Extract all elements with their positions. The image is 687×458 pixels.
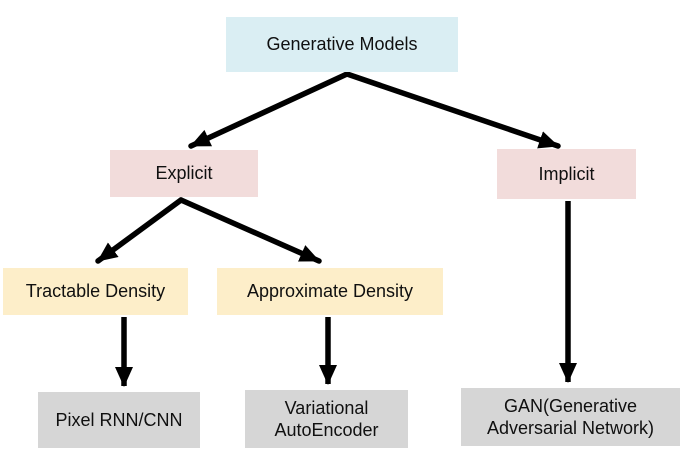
node-pixel-rnn-cnn-label: Pixel RNN/CNN: [55, 409, 183, 430]
node-explicit-label: Explicit: [155, 163, 213, 184]
node-gan: GAN(Generative Adversarial Network): [461, 388, 680, 446]
edge-root-implicit: [344, 71, 561, 149]
node-generative-models-label: Generative Models: [266, 34, 418, 55]
node-implicit-label: Implicit: [538, 163, 595, 184]
node-generative-models: Generative Models: [226, 17, 458, 72]
node-explicit: Explicit: [110, 150, 258, 197]
node-variational-autoencoder: Variational AutoEncoder: [245, 390, 408, 448]
node-approximate-density: Approximate Density: [217, 268, 443, 315]
node-implicit: Implicit: [497, 149, 636, 199]
node-variational-autoencoder-label: Variational AutoEncoder: [274, 397, 379, 441]
node-pixel-rnn-cnn: Pixel RNN/CNN: [38, 392, 200, 448]
edge-explicit-approximate: [178, 197, 322, 264]
node-tractable-density: Tractable Density: [3, 268, 188, 315]
node-gan-label: GAN(Generative Adversarial Network): [486, 395, 655, 439]
node-approximate-density-label: Approximate Density: [246, 281, 414, 302]
edge-explicit-tractable: [95, 197, 184, 264]
edge-root-explicit: [188, 71, 350, 149]
node-tractable-density-label: Tractable Density: [25, 281, 166, 302]
